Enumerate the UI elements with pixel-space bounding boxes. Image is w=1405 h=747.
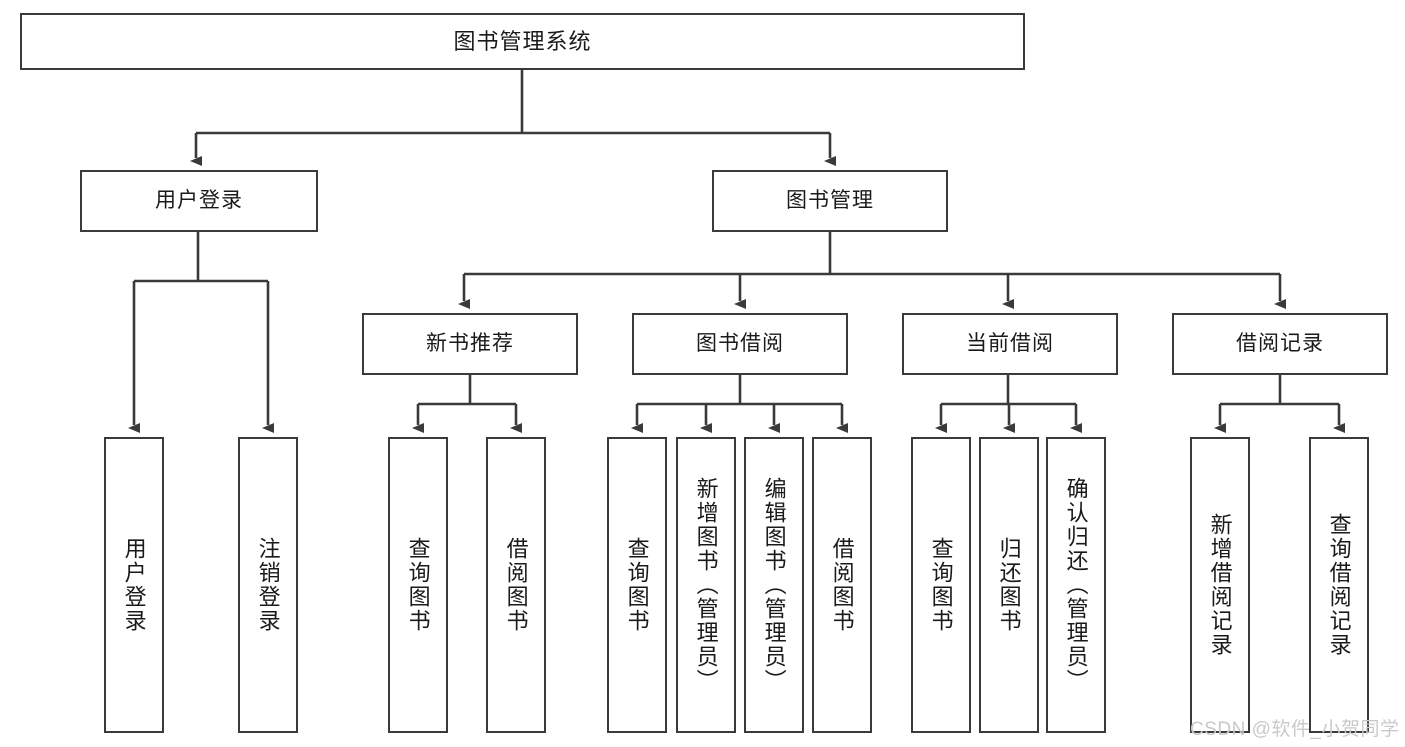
node-root-book-management-system[interactable]: 图书管理系统	[20, 13, 1025, 70]
leaf-borrow-record-add-record[interactable]: 新增借阅记录	[1190, 437, 1250, 733]
node-label: 用户登录	[121, 537, 147, 633]
node-label: 查询借阅记录	[1326, 513, 1352, 657]
leaf-current-borrow-return-book[interactable]: 归还图书	[979, 437, 1039, 733]
node-user-login[interactable]: 用户登录	[80, 170, 318, 232]
leaf-current-borrow-query-book[interactable]: 查询图书	[911, 437, 971, 733]
node-label: 图书管理系统	[453, 28, 592, 54]
node-book-borrow[interactable]: 图书借阅	[632, 313, 848, 375]
node-label: 查询图书	[405, 537, 431, 633]
leaf-current-borrow-confirm-return-admin[interactable]: 确认归还（管理员）	[1046, 437, 1106, 733]
node-book-management[interactable]: 图书管理	[712, 170, 948, 232]
node-label: 查询图书	[624, 537, 650, 633]
leaf-book-borrow-add-book-admin[interactable]: 新增图书（管理员）	[676, 437, 736, 733]
leaf-borrow-record-query-record[interactable]: 查询借阅记录	[1309, 437, 1369, 733]
node-label: 图书借阅	[696, 331, 784, 355]
node-label: 借阅图书	[829, 537, 855, 633]
node-label: 新增图书（管理员）	[693, 477, 719, 693]
node-label: 用户登录	[155, 188, 243, 212]
node-label: 归还图书	[996, 537, 1022, 633]
watermark: CSDN @软件_小贺同学	[1190, 719, 1400, 740]
leaf-book-borrow-edit-book-admin[interactable]: 编辑图书（管理员）	[744, 437, 804, 733]
node-new-book-recommend[interactable]: 新书推荐	[362, 313, 578, 375]
node-label: 查询图书	[928, 537, 954, 633]
node-current-borrow[interactable]: 当前借阅	[902, 313, 1118, 375]
node-label: 编辑图书（管理员）	[761, 477, 787, 693]
node-label: 新增借阅记录	[1207, 513, 1233, 657]
node-label: 确认归还（管理员）	[1063, 477, 1089, 693]
node-label: 新书推荐	[426, 331, 514, 355]
leaf-new-book-query-book[interactable]: 查询图书	[388, 437, 448, 733]
leaf-new-book-borrow-book[interactable]: 借阅图书	[486, 437, 546, 733]
leaf-user-login-logout[interactable]: 注销登录	[238, 437, 298, 733]
node-borrow-record[interactable]: 借阅记录	[1172, 313, 1388, 375]
node-label: 注销登录	[255, 537, 281, 633]
node-label: 借阅记录	[1236, 331, 1324, 355]
leaf-book-borrow-query-book[interactable]: 查询图书	[607, 437, 667, 733]
leaf-book-borrow-borrow-book[interactable]: 借阅图书	[812, 437, 872, 733]
node-label: 当前借阅	[966, 331, 1054, 355]
node-label: 图书管理	[786, 188, 874, 212]
node-label: 借阅图书	[503, 537, 529, 633]
leaf-user-login-login[interactable]: 用户登录	[104, 437, 164, 733]
